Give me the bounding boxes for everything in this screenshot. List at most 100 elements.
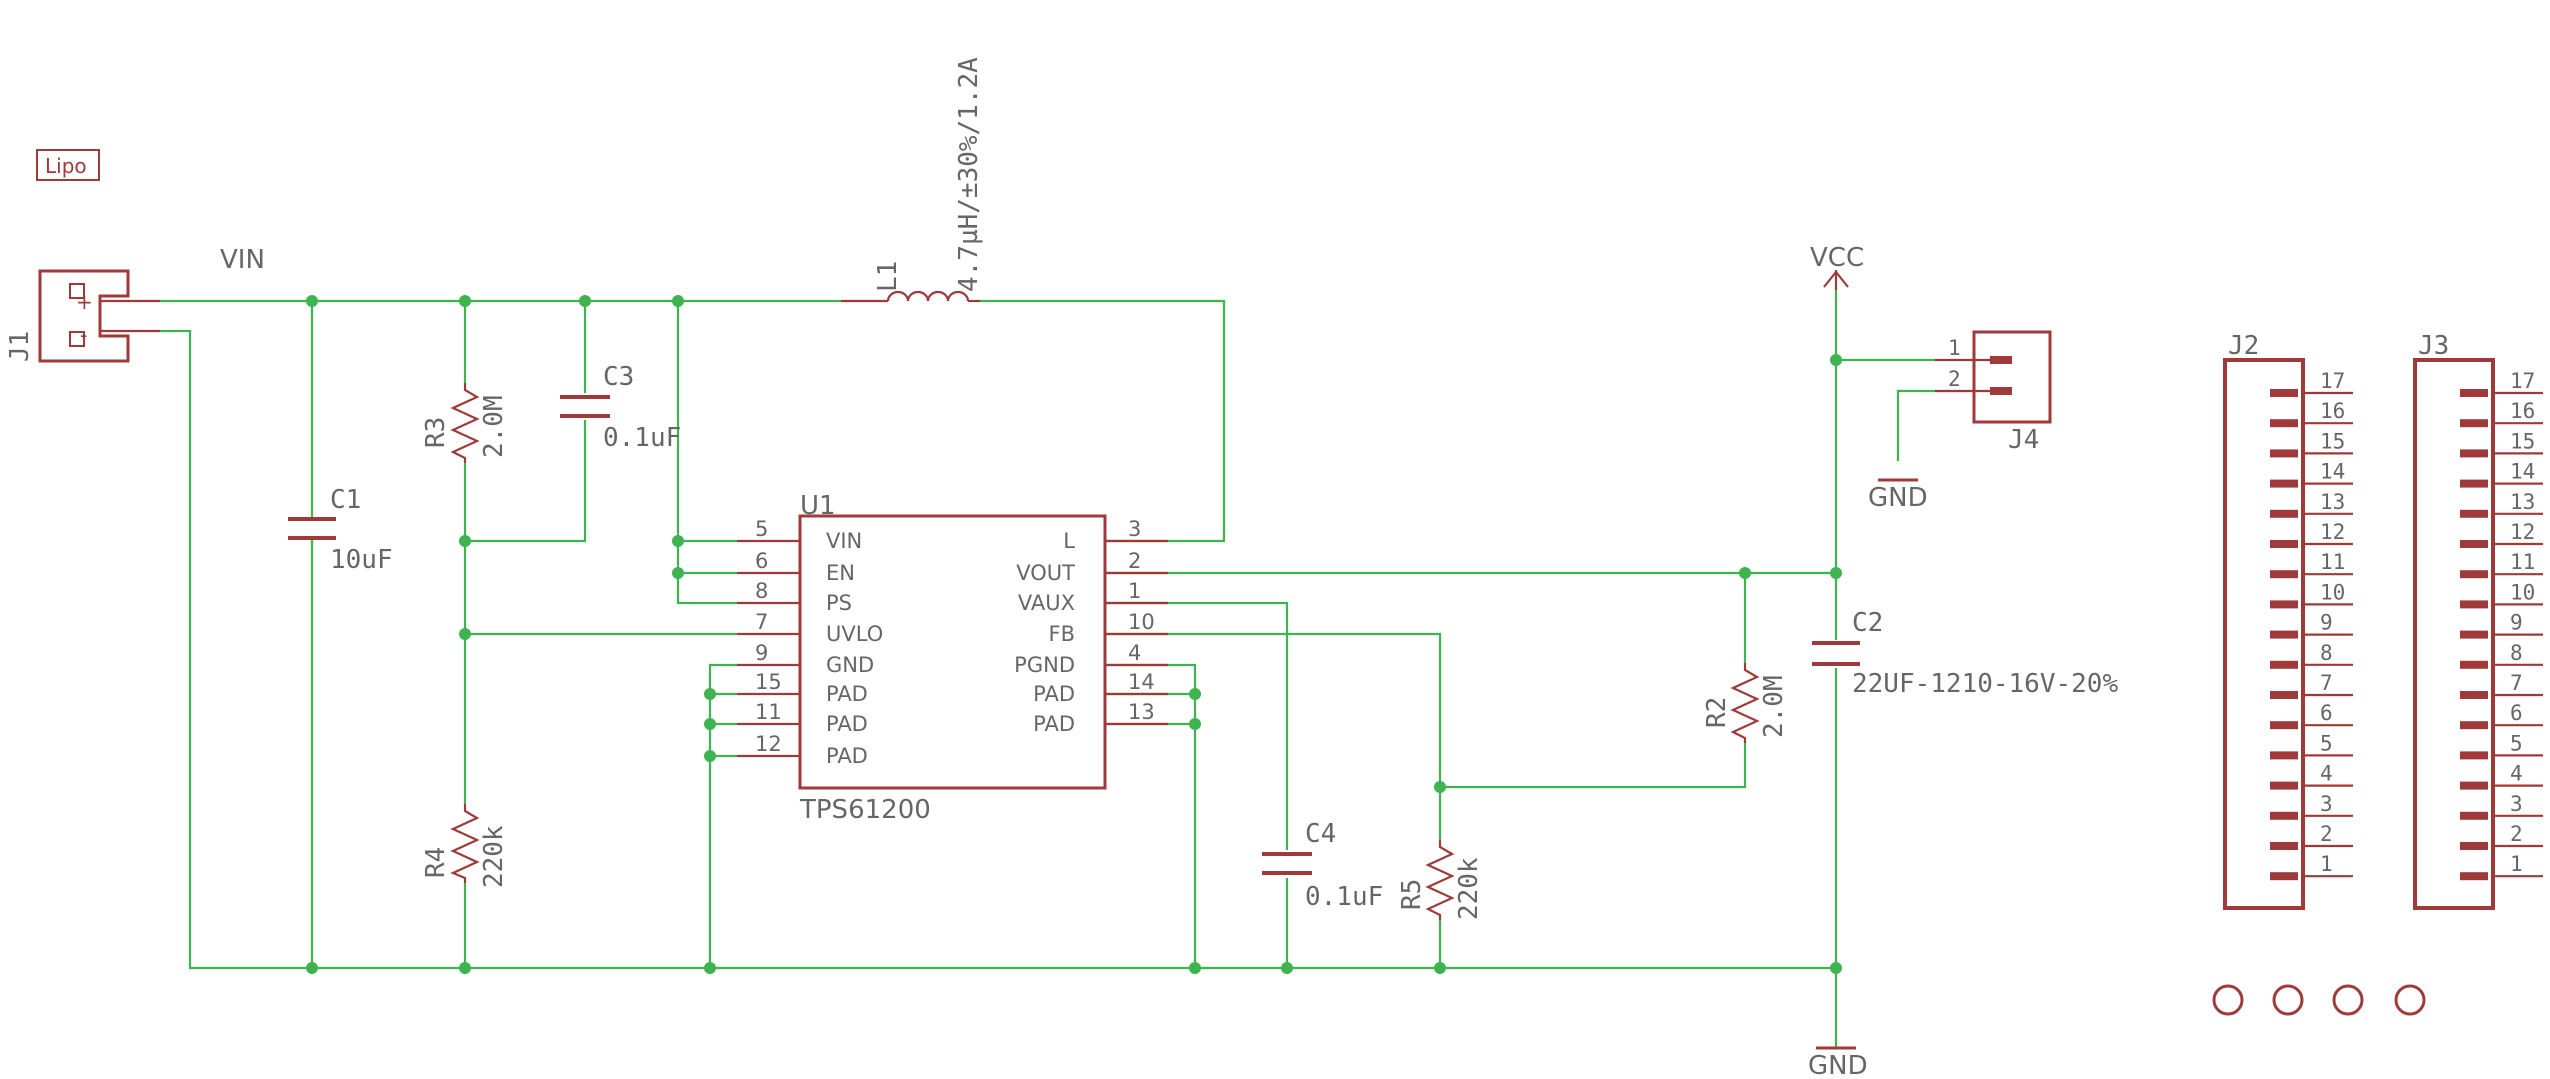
j3-pin-number: 12 [2510, 520, 2535, 544]
j2-pin-contact [2270, 509, 2298, 518]
u1-right-pin-number: 3 [1128, 517, 1141, 541]
j3-pin-contact [2460, 389, 2488, 397]
u1-right-pin-number: 13 [1128, 700, 1155, 724]
u1-right-pin-name: VAUX [1018, 591, 1075, 615]
r3-resistor [450, 383, 480, 463]
u1-left-pin-name: EN [826, 561, 855, 585]
j2-pin-contact [2270, 479, 2298, 488]
u1-left-pin-number: 6 [755, 549, 768, 573]
j2-pin-number: 1 [2320, 852, 2333, 876]
c2-value: 22UF-1210-16V-20% [1852, 669, 2118, 699]
lipo-frame [36, 149, 100, 181]
wires [160, 290, 1935, 1048]
j3-pin-contact [2460, 570, 2488, 579]
j2-pin-contact [2270, 721, 2298, 730]
j3-pin-number: 13 [2510, 490, 2535, 514]
j2-pin-number: 13 [2320, 490, 2345, 514]
j2-pin-contact [2270, 600, 2298, 609]
mounting-hole-3 [2332, 984, 2364, 1016]
j2-pin-number: 14 [2320, 460, 2345, 484]
j2-pin-contact [2270, 630, 2298, 639]
j3-pin-number: 2 [2510, 822, 2523, 846]
lipo-frame-label: Lipo [45, 154, 87, 178]
j2-pin-number: 4 [2320, 762, 2333, 786]
mounting-holes [2212, 984, 2426, 1016]
j2-ref: J2 [2228, 331, 2259, 361]
j3-pin-number: 15 [2510, 429, 2535, 453]
u1-right-pin-name: PGND [1014, 653, 1075, 677]
j3-pin-contact [2460, 449, 2488, 458]
j3-pin-contact [2460, 872, 2488, 881]
u1-right-pin-number: 4 [1128, 641, 1141, 665]
l1-ref: L1 [873, 261, 903, 292]
j2-pin-contact [2270, 419, 2298, 428]
r2-ref: R2 [1702, 697, 1732, 728]
j2-pin-contact [2270, 660, 2298, 669]
u1-left-pin-name: PAD [826, 712, 868, 736]
j2-pin-number: 3 [2320, 792, 2333, 816]
c3-ref: C3 [603, 362, 634, 392]
j2-pin-contact [2270, 389, 2298, 397]
l1-inductor [841, 290, 980, 303]
j3-pin-number: 11 [2510, 550, 2535, 574]
net-label-gnd-main: GND [1808, 1051, 1868, 1079]
u1-left-pin-number: 9 [755, 641, 768, 665]
r5-resistor [1425, 840, 1455, 920]
r2-value: 2.0M [1759, 675, 1789, 738]
c1-ref: C1 [330, 485, 361, 515]
j3-pin-contact [2460, 419, 2488, 428]
mounting-hole-1 [2212, 984, 2244, 1016]
u1-right-pin-name: FB [1049, 622, 1076, 646]
j3-pin-contact [2460, 751, 2488, 760]
vcc-arrow-symbol [1823, 270, 1849, 290]
j2-pin-contact [2270, 811, 2298, 820]
j3-ref: J3 [2418, 331, 2449, 361]
j2-pin-number: 2 [2320, 822, 2333, 846]
j3-pin-number: 8 [2510, 641, 2523, 665]
u1-right-pin-number: 14 [1128, 670, 1155, 694]
r4-ref: R4 [421, 847, 451, 878]
j3-pin-contact [2460, 781, 2488, 790]
j3-pin-contact [2460, 721, 2488, 730]
j3-pin-contact [2460, 509, 2488, 518]
j3-pin-number: 10 [2510, 580, 2535, 604]
j3-pin-number: 5 [2510, 731, 2523, 755]
j1-ref: J1 [5, 331, 35, 362]
j2-pin-contact [2270, 781, 2298, 790]
j2-pin-number: 11 [2320, 550, 2345, 574]
j2-pin-contact [2270, 540, 2298, 548]
j4-pin-2: 2 [1948, 367, 1961, 391]
j2-pin-contact [2270, 842, 2298, 850]
u1-part: TPS61200 [799, 795, 931, 825]
u1-left-pin-name: PAD [826, 744, 868, 768]
j1-minus-label: - [80, 323, 87, 347]
u1-left-pin-name: PAD [826, 682, 868, 706]
u1-left-pin-number: 8 [755, 579, 768, 603]
c2-capacitor [1812, 641, 1860, 666]
c4-value: 0.1uF [1305, 882, 1383, 912]
r4-value: 220k [479, 825, 509, 888]
u1-left-pin-name: UVLO [826, 622, 883, 646]
j4-connector [1935, 330, 2052, 424]
c4-capacitor [1262, 852, 1312, 875]
j3-pin-number: 4 [2510, 762, 2523, 786]
u1-left-pin-name: GND [826, 653, 874, 677]
l1-value: 4.7µH/±30%/1.2A [954, 57, 984, 292]
j2-pin-number: 8 [2320, 641, 2333, 665]
j2-pin-contact [2270, 691, 2298, 699]
j3-pin-contact [2460, 842, 2488, 850]
j3-pin-number: 3 [2510, 792, 2523, 816]
c2-ref: C2 [1852, 608, 1883, 638]
u1-left-pin-name: VIN [826, 529, 862, 553]
j2-pin-number: 6 [2320, 701, 2333, 725]
j3-pin-number: 16 [2510, 399, 2535, 423]
u1-right-pin-name: PAD [1033, 712, 1075, 736]
j3-pin-contact [2460, 600, 2488, 609]
r5-value: 220k [1454, 857, 1484, 920]
j3-pin-number: 1 [2510, 852, 2523, 876]
